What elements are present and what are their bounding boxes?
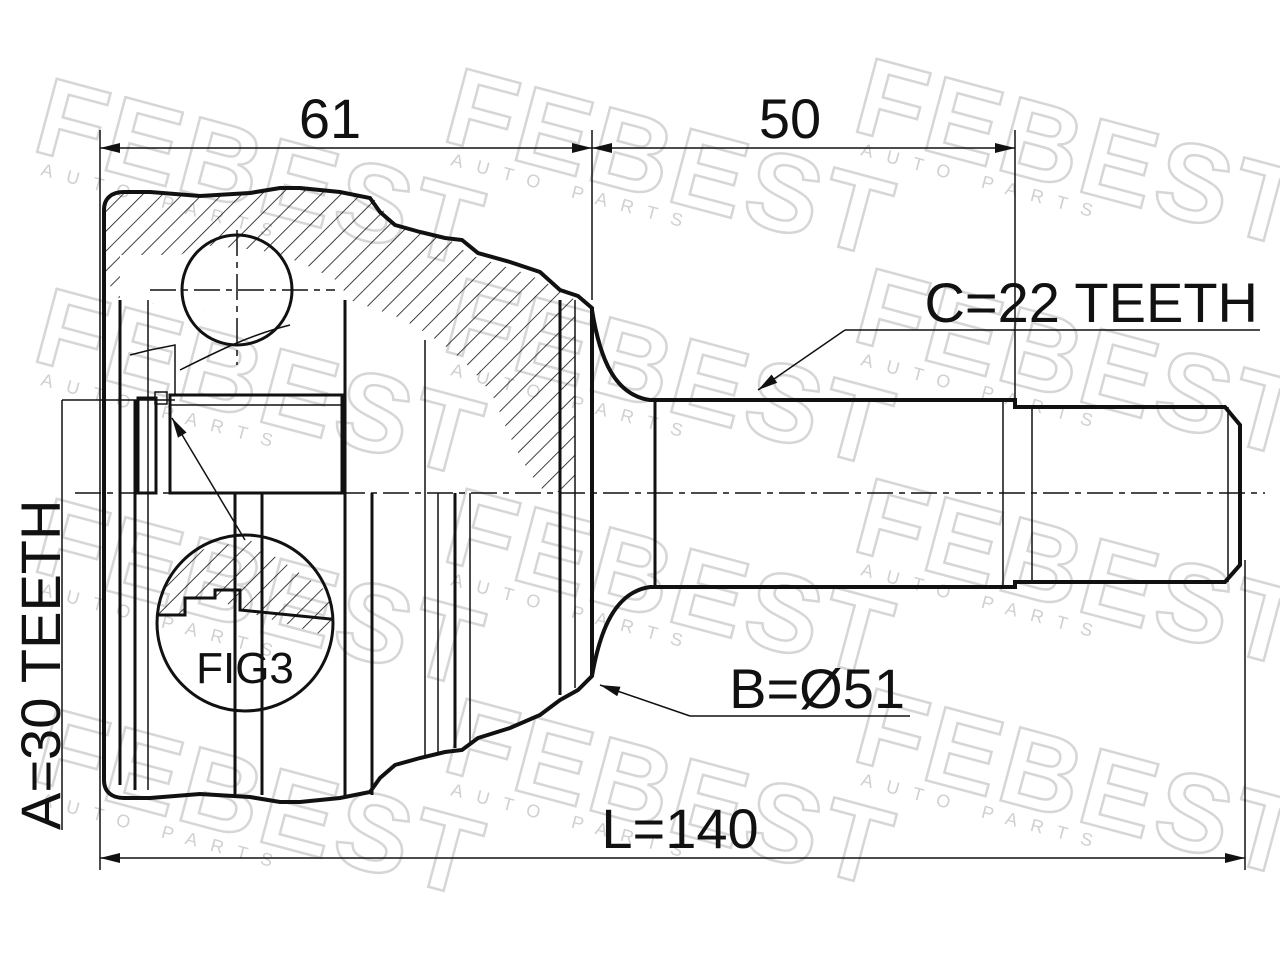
b-diam-leader xyxy=(599,684,691,717)
dim-61-label: 61 xyxy=(299,87,361,150)
dim-50-label: 50 xyxy=(759,87,821,150)
inner-race xyxy=(129,324,344,495)
a-teeth-label: A=30 TEETH xyxy=(9,500,72,830)
watermark-layer: FEBEST AUTO PARTS FEBEST AUTO PARTS FEBE… xyxy=(23,33,1280,923)
leader-lines xyxy=(599,329,1260,717)
dimension-lines xyxy=(61,143,1245,863)
c-teeth-label: C=22 TEETH xyxy=(924,271,1258,334)
total-length-label: L=140 xyxy=(601,797,758,860)
fig3-label: FIG3 xyxy=(196,644,294,693)
ball xyxy=(150,230,335,365)
b-diameter-label: B=Ø51 xyxy=(729,657,905,720)
c-teeth-leader xyxy=(757,329,846,391)
fig3-callout: FIG3 xyxy=(155,417,335,713)
output-shaft xyxy=(590,309,1242,677)
fig3-leader xyxy=(171,417,246,541)
bell-grooves xyxy=(118,300,576,798)
